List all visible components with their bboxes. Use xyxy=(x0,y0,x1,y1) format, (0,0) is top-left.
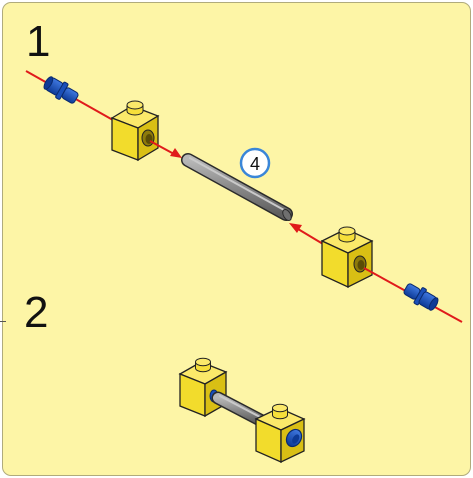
step-1-number: 1 xyxy=(26,17,51,66)
step-2-assembly xyxy=(178,357,306,464)
part-quantity-label: 4 xyxy=(250,154,260,174)
arrow-to-axle-left xyxy=(149,140,175,155)
yellow-brick-icon xyxy=(320,226,374,289)
step-divider xyxy=(0,321,6,322)
yellow-brick-icon xyxy=(178,357,228,418)
arrow-head-left xyxy=(170,148,182,158)
blue-pin-icon xyxy=(43,76,79,104)
step-2-number: 2 xyxy=(24,288,49,337)
yellow-brick-icon xyxy=(110,100,160,162)
axle-icon xyxy=(211,391,271,429)
blue-pin-icon xyxy=(403,283,439,311)
blue-pin-icon xyxy=(285,428,303,448)
arrow-head-right xyxy=(289,223,302,233)
step-1-assembly: 4 xyxy=(25,70,463,323)
part-quantity-callout: 4 xyxy=(239,147,271,179)
axle-icon xyxy=(181,153,293,221)
